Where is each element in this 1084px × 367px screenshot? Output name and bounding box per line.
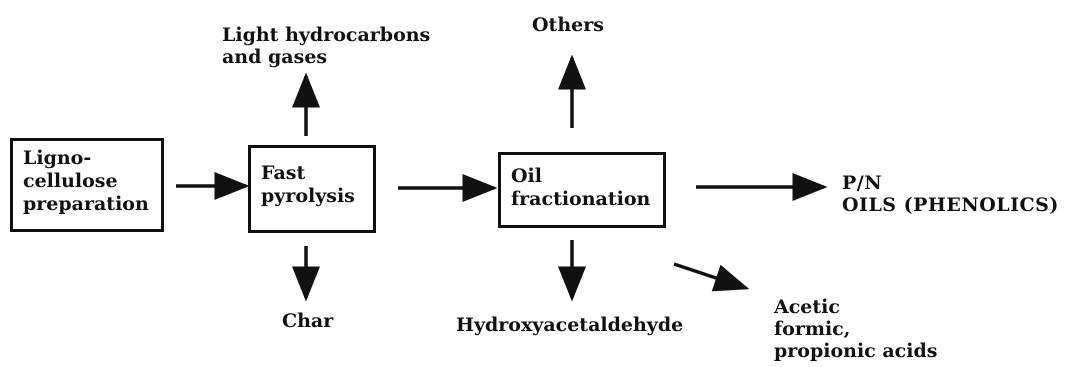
pn-oils-line-1: P/N xyxy=(842,172,883,194)
fast-pyrolysis-line-2: pyrolysis xyxy=(261,185,355,207)
acids-line-2: formic, xyxy=(774,318,851,340)
lignocellulose-preparation-box: Ligno- cellulose preparation xyxy=(10,138,164,232)
light-hydrocarbons-label: Light hydrocarbons and gases xyxy=(222,24,430,68)
oil-fractionation-line-2: fractionation xyxy=(511,188,651,210)
light-hydrocarbons-line-1: Light hydrocarbons xyxy=(222,24,431,46)
others-label: Others xyxy=(532,14,604,36)
oil-fractionation-line-1: Oil xyxy=(511,165,542,187)
acids-line-3: propionic acids xyxy=(774,340,938,362)
arrow-fractionation-to-acids xyxy=(673,262,750,292)
lignocellulose-line-2: cellulose xyxy=(23,170,118,192)
oil-fractionation-box: Oil fractionation xyxy=(498,152,666,228)
pn-oils-line-2: OILS (PHENOLICS) xyxy=(842,194,1059,216)
light-hydrocarbons-line-2: and gases xyxy=(222,46,328,68)
char-text: Char xyxy=(282,310,334,332)
others-text: Others xyxy=(532,14,604,36)
char-label: Char xyxy=(282,310,333,332)
fast-pyrolysis-box: Fast pyrolysis xyxy=(248,145,376,233)
acids-label: Acetic formic, propionic acids xyxy=(774,296,937,362)
hydroxyacetaldehyde-label: Hydroxyacetaldehyde xyxy=(456,314,683,336)
lignocellulose-line-3: preparation xyxy=(23,193,149,215)
lignocellulose-line-1: Ligno- xyxy=(23,147,92,169)
pn-oils-label: P/N OILS (PHENOLICS) xyxy=(842,172,1059,216)
acids-line-1: Acetic xyxy=(774,296,840,318)
fast-pyrolysis-line-1: Fast xyxy=(261,162,306,184)
hydroxyacetaldehyde-text: Hydroxyacetaldehyde xyxy=(456,314,684,336)
